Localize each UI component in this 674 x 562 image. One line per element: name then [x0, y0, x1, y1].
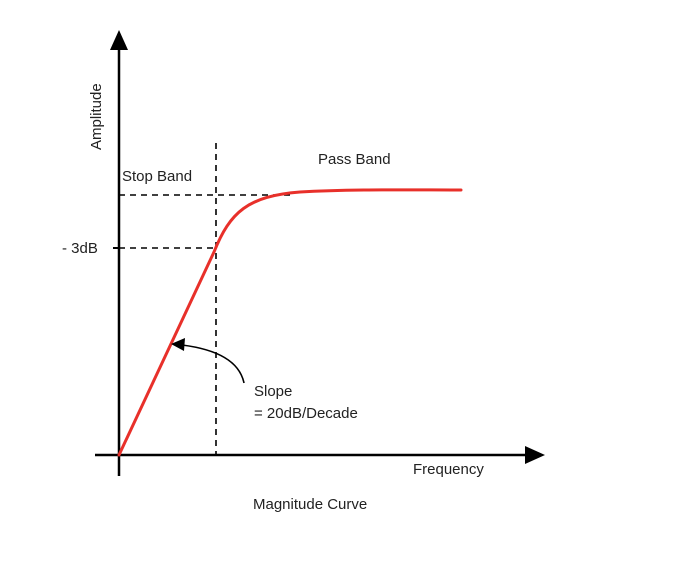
- diagram-caption: Magnitude Curve: [253, 496, 367, 513]
- x-axis-arrowhead: [525, 446, 545, 464]
- slope-annotation-arrowhead: [171, 338, 185, 351]
- x-axis-label: Frequency: [413, 461, 484, 478]
- minus-3db-label: - 3dB: [62, 240, 98, 257]
- pass-band-label: Pass Band: [318, 151, 391, 168]
- magnitude-response-curve: [117, 188, 463, 457]
- stop-band-label: Stop Band: [122, 168, 192, 185]
- y-axis-label: Amplitude: [88, 83, 105, 150]
- slope-value-label: = 20dB/Decade: [254, 405, 358, 422]
- y-axis-arrowhead: [110, 30, 128, 50]
- slope-annotation-arrow: [181, 344, 245, 384]
- slope-label: Slope: [254, 383, 292, 400]
